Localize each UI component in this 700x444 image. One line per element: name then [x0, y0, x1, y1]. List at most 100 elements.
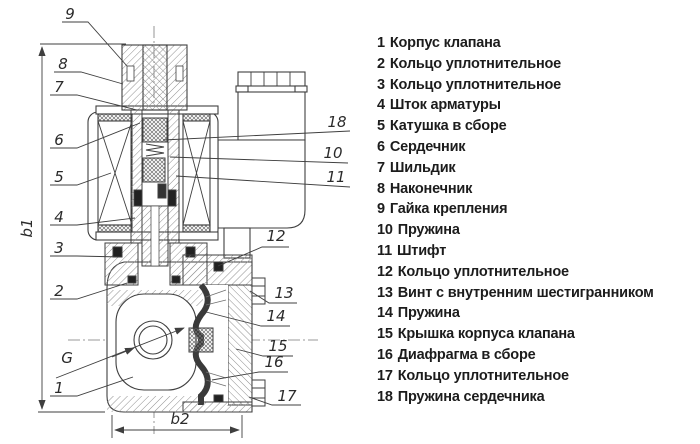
plunger [142, 157, 166, 183]
o-ring-12 [213, 261, 224, 272]
legend-item-label: Гайка крепления [389, 201, 508, 218]
callout-18: 18 [327, 113, 346, 131]
legend-item-number: 5 [377, 118, 385, 135]
callout-5: 5 [54, 168, 64, 186]
callout-numbers: 9 8 7 6 5 4 3 2 1 18 10 11 12 13 14 15 1… [54, 5, 346, 405]
callout-4: 4 [54, 208, 64, 226]
valve-drawing-svg: b1 b2 G [18, 5, 351, 438]
legend-item-label: Диафрагма в сборе [397, 346, 536, 363]
mounting-nut [121, 44, 188, 111]
pin [157, 183, 167, 199]
legend-item-number: 18 [377, 388, 393, 405]
callout-11: 11 [326, 168, 345, 186]
legend-item-number: 8 [377, 180, 385, 197]
legend-item-number: 11 [377, 242, 392, 259]
diaphragm-disc [188, 327, 214, 353]
legend-item-number: 17 [377, 367, 393, 384]
callout-1: 1 [54, 379, 64, 397]
legend-item-label: Пружина [397, 222, 460, 239]
dim-b2-label: b2 [170, 410, 189, 428]
cover-and-diaphragm [182, 254, 266, 413]
legend-item-label: Катушка в сборе [389, 118, 507, 135]
legend-item-label: Сердечник [389, 138, 466, 155]
legend-item-number: 2 [377, 55, 385, 72]
legend-item-label: Крышка корпуса клапана [397, 326, 575, 343]
legend-item-label: Пружина сердечника [397, 388, 545, 405]
cover-bottom-flange [182, 401, 253, 413]
legend-item-number: 12 [377, 263, 393, 280]
legend-item-number: 13 [377, 284, 393, 301]
legend-item-number: 15 [377, 326, 393, 343]
legend-item-number: 4 [377, 97, 385, 114]
legend-item-label: Кольцо уплотнительное [397, 367, 569, 384]
legend-item-number: 7 [377, 159, 385, 176]
legend-item-number: 9 [377, 201, 385, 218]
legend-item-label: Штифт [396, 242, 447, 259]
callout-15: 15 [268, 337, 287, 355]
core-spring [145, 143, 165, 157]
valve-cross-section: b1 b2 G [18, 5, 351, 438]
legend-item-number: 10 [377, 222, 393, 239]
legend-item-number: 6 [377, 138, 385, 155]
armature-tube [130, 109, 180, 267]
callout-leaders [50, 21, 351, 406]
dimension-b1: b1 [18, 43, 126, 413]
diaphragm-spring [205, 289, 227, 387]
callout-16: 16 [264, 353, 283, 371]
callout-7: 7 [54, 78, 64, 96]
legend-item-label: Наконечник [389, 180, 473, 197]
dim-b1-label: b1 [18, 218, 36, 237]
valve-cover [227, 284, 253, 406]
callout-2: 2 [54, 282, 64, 300]
legend-item-label: Кольцо уплотнительное [397, 263, 569, 280]
connector-block [237, 91, 306, 141]
callout-8: 8 [58, 55, 68, 73]
callout-10: 10 [323, 144, 342, 162]
callout-13: 13 [274, 284, 293, 302]
legend-item-label: Шильдик [389, 159, 456, 176]
connector-housing [217, 71, 308, 259]
legend-item-label: Кольцо уплотнительное [389, 55, 562, 72]
legend-item-label: Шток арматуры [389, 97, 501, 114]
coil-winding-left [97, 113, 133, 233]
hex-socket-screw-top [251, 277, 266, 305]
dimension-b2: b2 [111, 410, 243, 438]
coil-winding-right [182, 113, 211, 233]
callout-17: 17 [277, 387, 297, 405]
legend-item-number: 16 [377, 346, 393, 363]
callout-3: 3 [54, 239, 64, 257]
o-ring-2 [127, 275, 137, 284]
legend-item-number: 14 [377, 305, 393, 322]
flow-arrow: G [55, 327, 185, 379]
legend-item-label: Кольцо уплотнительное [389, 76, 562, 93]
callout-6: 6 [54, 131, 64, 149]
callout-14: 14 [266, 307, 285, 325]
o-ring-17 [213, 394, 224, 403]
port-label-g: G [61, 349, 73, 367]
legend-item-label: Винт с внутренним шестигранником [397, 284, 654, 301]
legend-item-number: 3 [377, 76, 385, 93]
solenoid-housing [217, 139, 306, 229]
callout-9: 9 [65, 5, 75, 23]
legend-item-label: Пружина [397, 305, 460, 322]
o-ring-3 [112, 246, 123, 258]
